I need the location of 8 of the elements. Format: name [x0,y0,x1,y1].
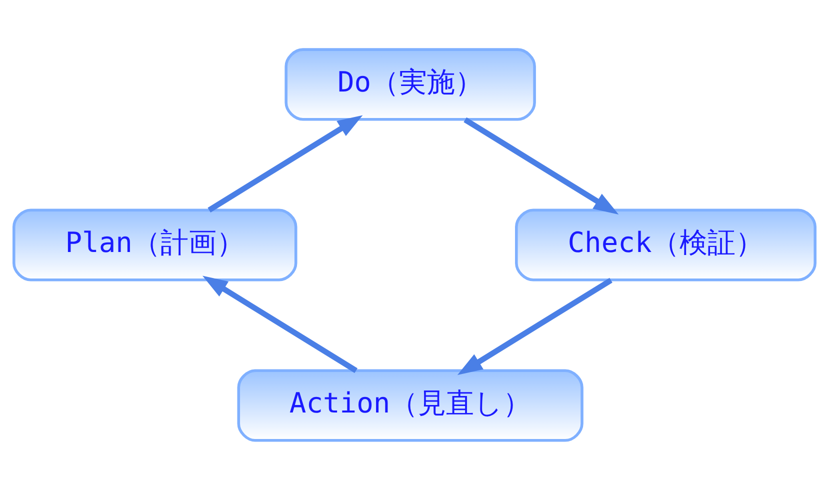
arrow [457,278,612,376]
node-box: Do（実施） [284,48,536,121]
node-box: Check（検証） [515,208,816,282]
node-box: Plan（計画） [12,208,298,282]
node-box: Action（見直し） [237,369,584,442]
arrow [202,276,358,373]
arrow [464,117,619,215]
arrow [208,115,363,212]
